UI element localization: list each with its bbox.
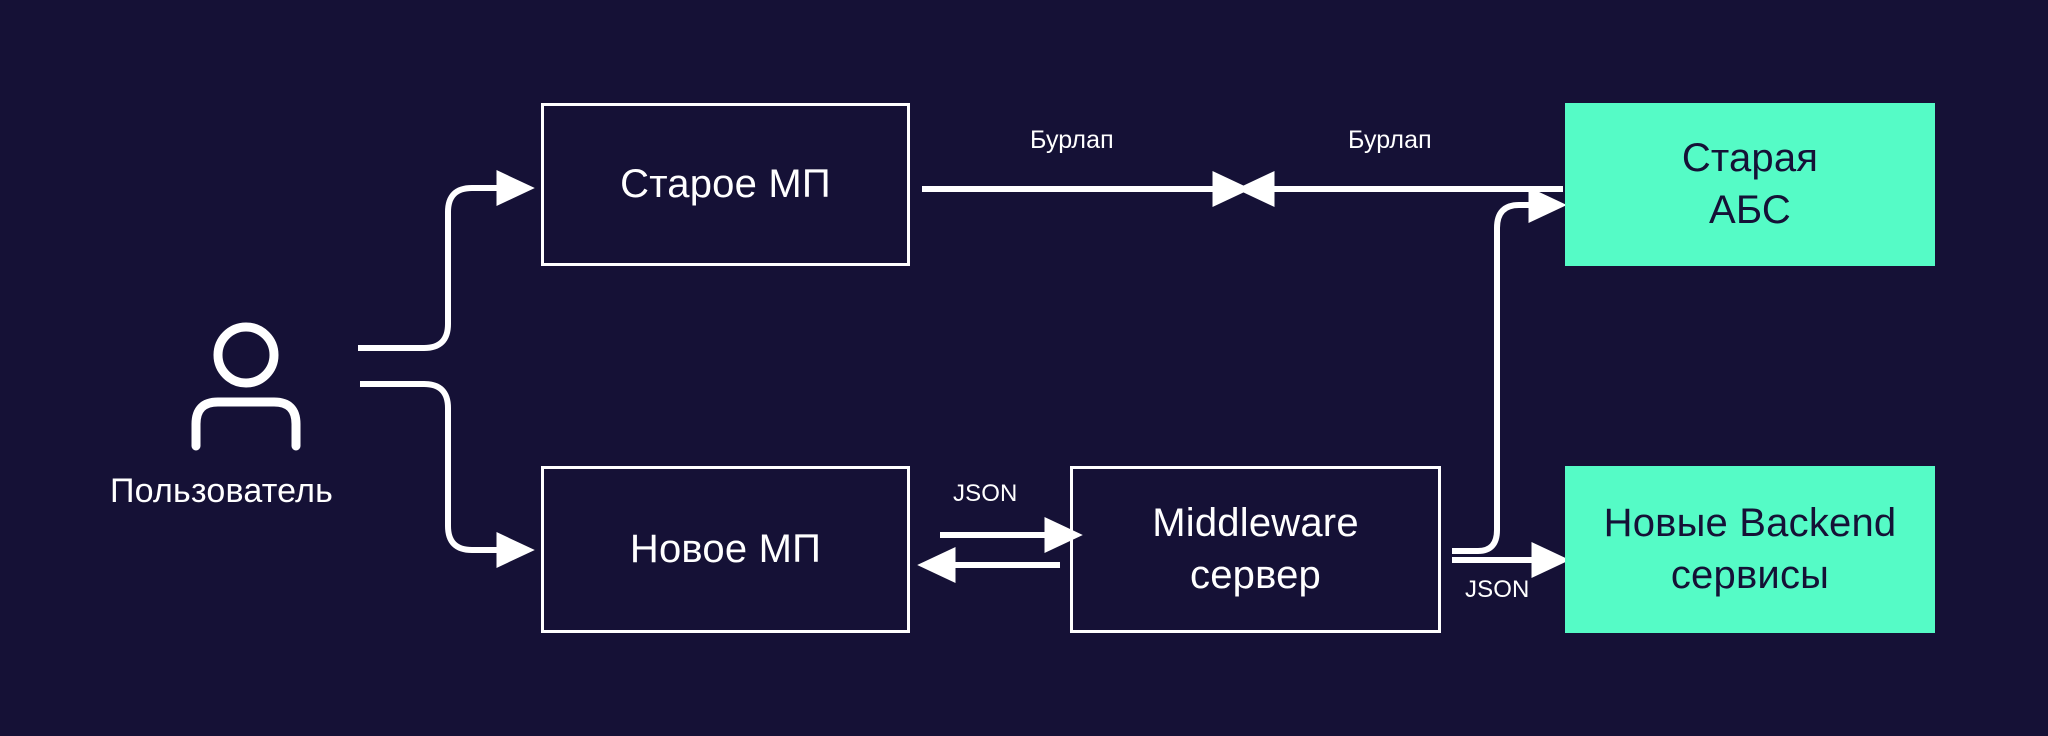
actor-label: Пользователь xyxy=(110,472,334,510)
edge-label-burlap-incoming: Бурлап xyxy=(1348,126,1432,154)
node-old-mobile[interactable]: Старое МП xyxy=(541,103,910,266)
connector-middleware-to-old-abs xyxy=(1452,187,1567,554)
node-old-abs[interactable]: Старая АБС xyxy=(1565,103,1935,266)
node-new-mobile-label: Новое МП xyxy=(629,526,822,571)
node-old-mobile-label: Старое МП xyxy=(620,161,831,206)
connector-user-to-old-mobile xyxy=(358,170,535,351)
node-new-mobile[interactable]: Новое МП xyxy=(541,466,910,633)
node-new-backend-services-label: Новые Backend сервисы xyxy=(1603,501,1897,597)
connector-user-to-new-mobile xyxy=(360,381,535,568)
edge-label-json-backend: JSON xyxy=(1465,576,1530,603)
node-old-abs-label: Старая АБС xyxy=(1681,136,1819,232)
node-middleware-server-label: Middleware сервер xyxy=(1152,501,1359,597)
node-new-backend-services[interactable]: Новые Backend сервисы xyxy=(1565,466,1935,633)
user-icon xyxy=(191,322,301,451)
edge-label-json-middleware: JSON xyxy=(953,480,1018,507)
edge-label-burlap-outgoing: Бурлап xyxy=(1030,126,1114,154)
node-middleware-server[interactable]: Middleware сервер xyxy=(1070,466,1441,633)
